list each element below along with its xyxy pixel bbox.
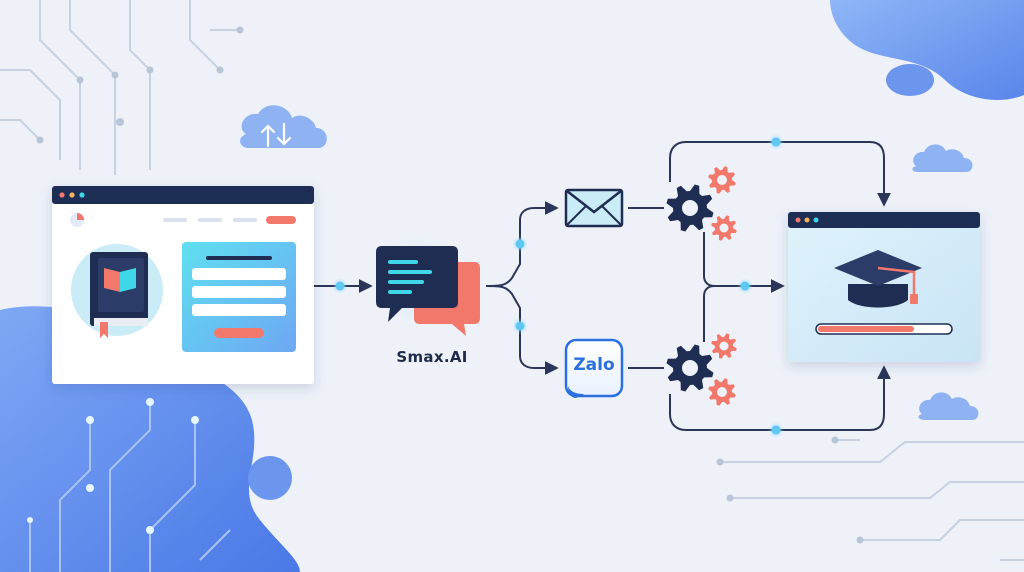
cloud-icon <box>918 392 979 420</box>
window-controls <box>59 192 85 198</box>
connector-form-to-ai <box>314 278 373 294</box>
graduation-cap-icon <box>834 250 922 308</box>
background-blob-dot <box>248 456 292 500</box>
background-blob-dot <box>886 64 934 96</box>
connector-ai-to-channels <box>485 201 559 375</box>
connector-nodes <box>737 134 784 438</box>
zalo-label: Zalo <box>573 355 615 375</box>
email-envelope-icon <box>564 188 624 228</box>
book-icon <box>71 244 163 338</box>
gear-cluster-icon <box>666 166 737 241</box>
course-progress-bar <box>815 323 953 335</box>
gear-cluster-icon <box>666 333 737 406</box>
circuit-lines-bottom-right <box>720 439 1024 561</box>
gear-hole <box>682 200 698 216</box>
cloud-icon <box>912 144 973 172</box>
gear-hole <box>682 360 698 376</box>
circuit-lines-bottom-left <box>29 400 231 572</box>
chat-bubbles-icon <box>374 236 480 336</box>
window-nav-bar <box>70 213 296 227</box>
gear-hole <box>717 175 727 185</box>
gear-hole <box>719 341 729 351</box>
form-card-icon <box>182 242 296 352</box>
ai-node-label: Smax.AI <box>396 348 468 366</box>
background-blob-right <box>830 0 1024 100</box>
zalo-icon <box>564 338 624 398</box>
gear-hole <box>717 387 727 397</box>
cloud-upload-download-icon <box>240 105 327 148</box>
connector-nodes <box>512 236 528 334</box>
circuit-lines-top-left <box>0 0 240 175</box>
window-controls <box>795 217 819 223</box>
gear-hole <box>719 223 729 233</box>
